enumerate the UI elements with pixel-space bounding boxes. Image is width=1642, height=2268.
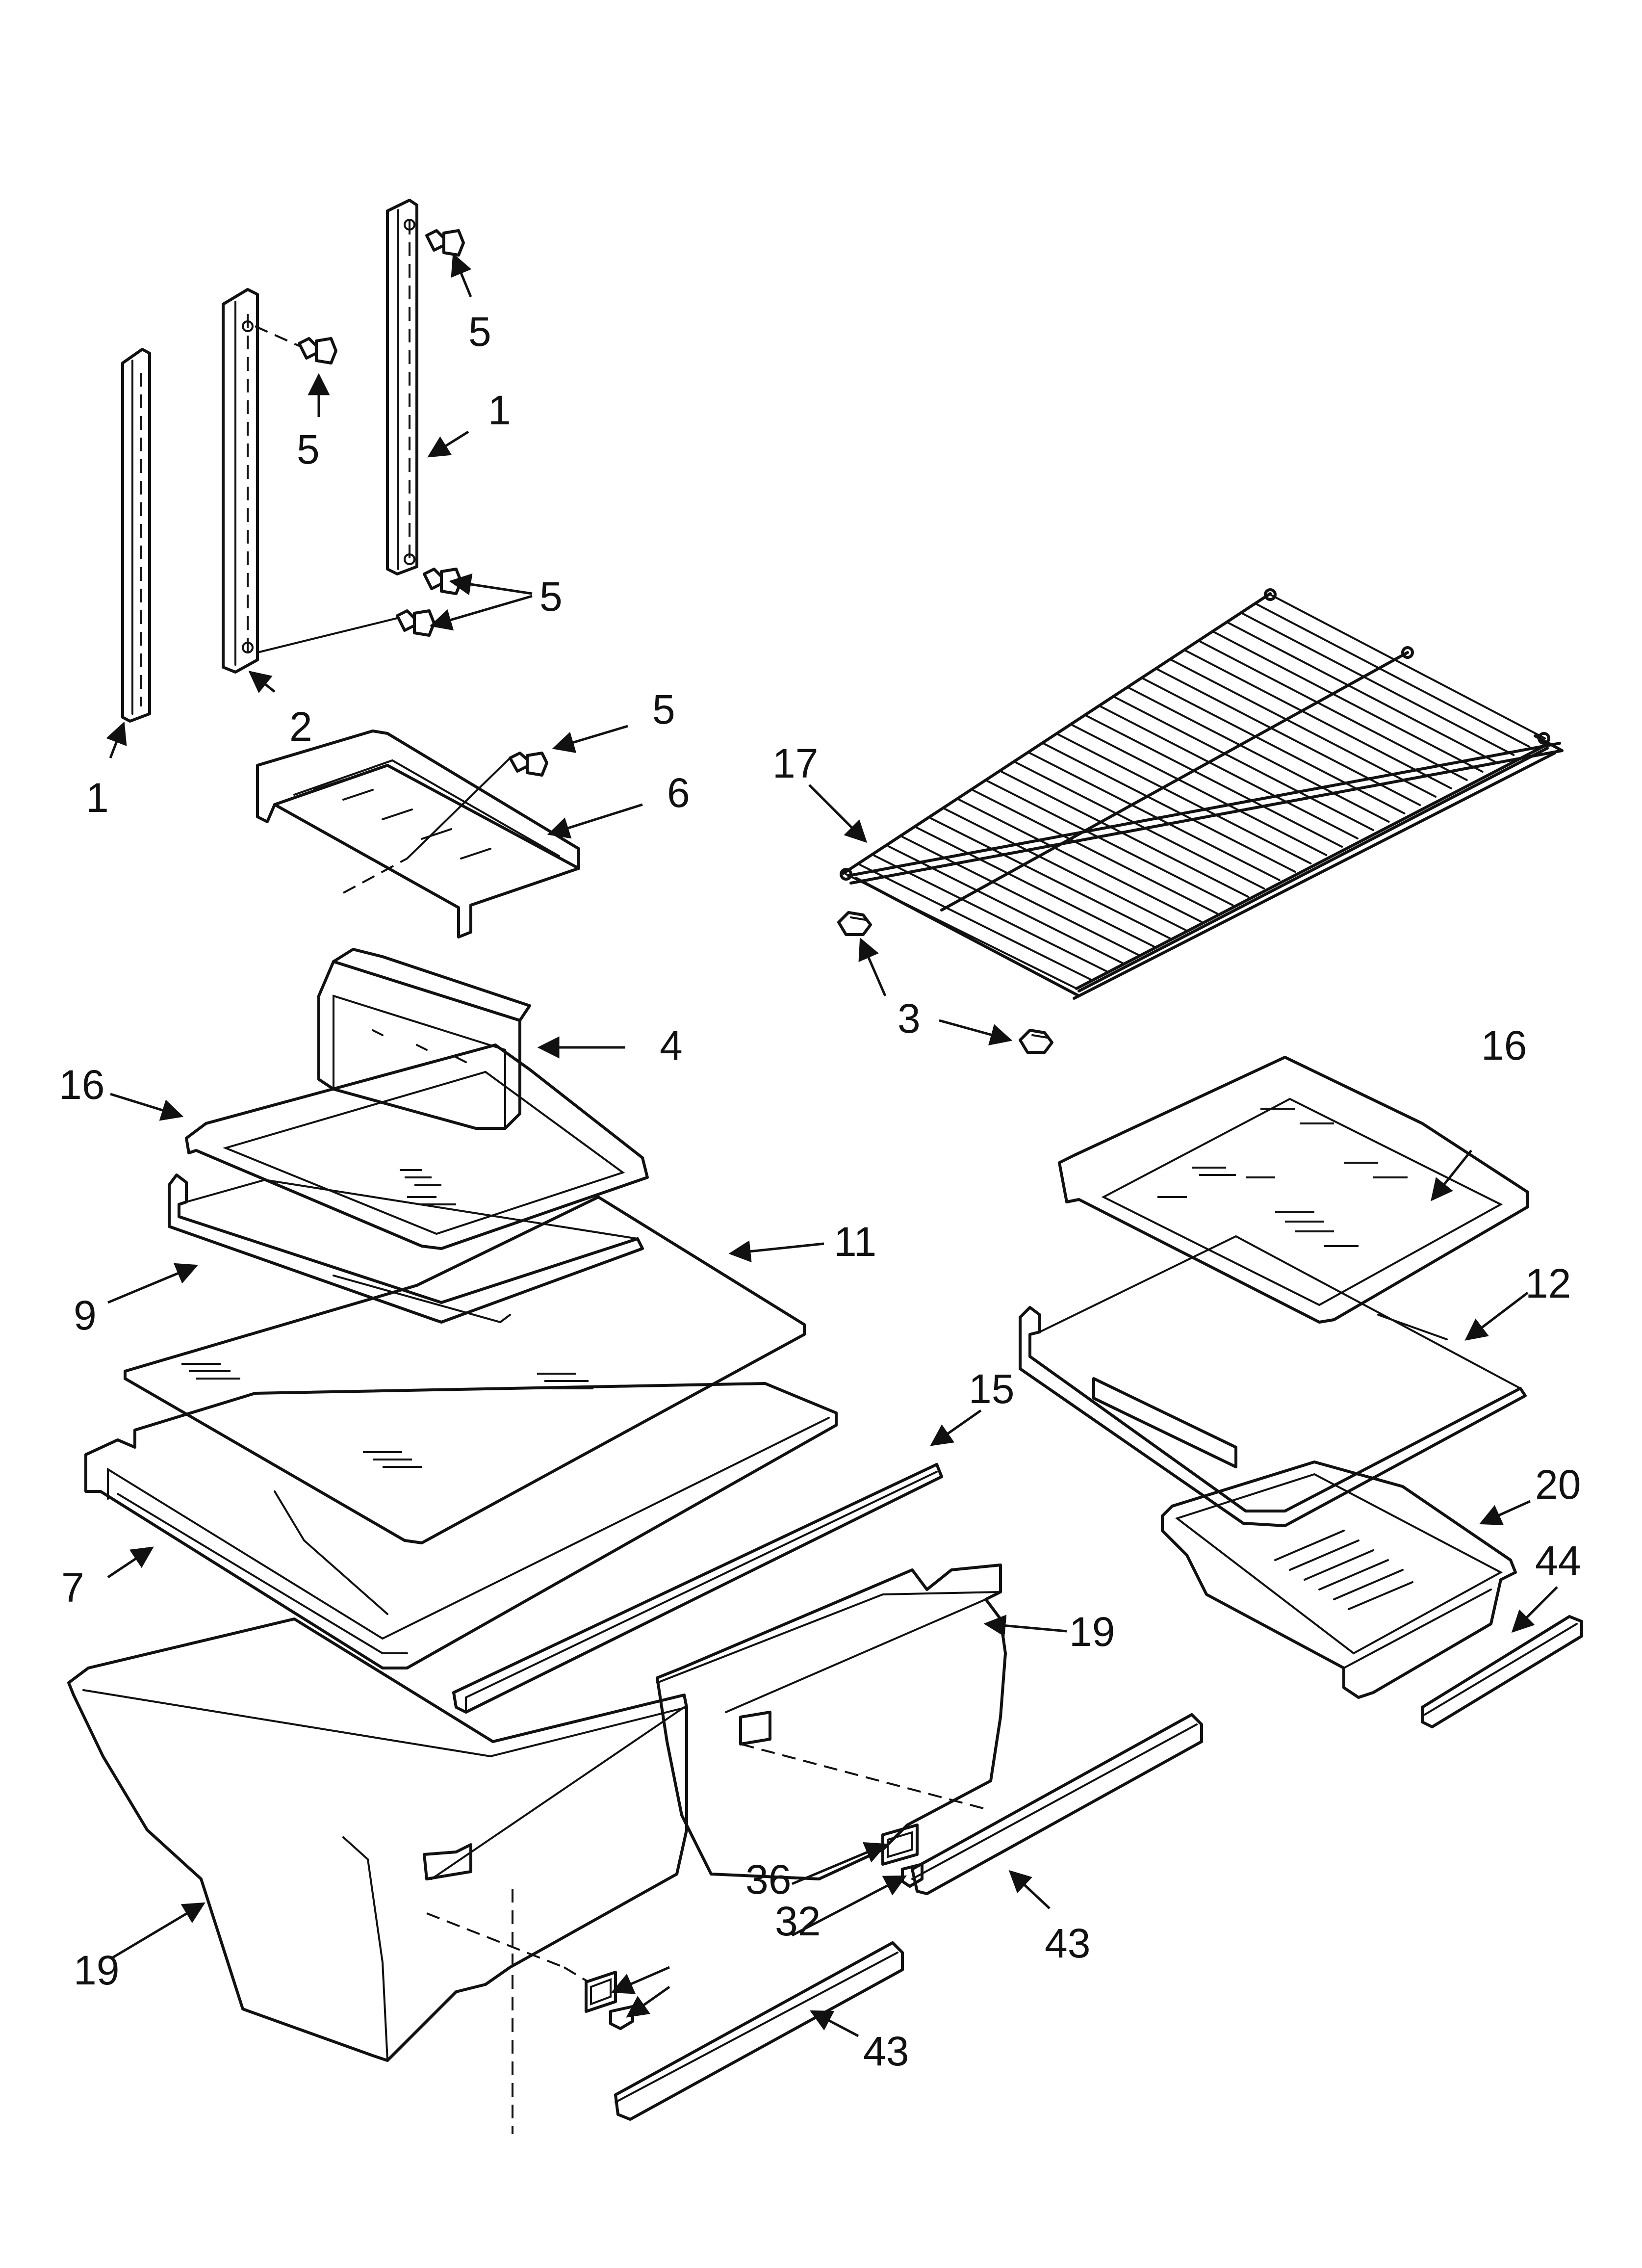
wire-rod xyxy=(916,827,1156,948)
wire-rod xyxy=(1015,761,1265,889)
callout-16-left: 16 xyxy=(59,1062,104,1108)
crisper-drawer-right xyxy=(656,1564,1007,1880)
wire-rod xyxy=(944,808,1187,931)
wire-rod xyxy=(887,845,1125,965)
callout-5-b: 5 xyxy=(297,426,320,472)
screw-center xyxy=(255,325,337,365)
wire-rod xyxy=(1001,771,1250,898)
glass-hatch xyxy=(181,1363,593,1468)
shelf-support-upper xyxy=(837,911,872,936)
wire-rod xyxy=(1113,696,1374,831)
callout-16-right: 16 xyxy=(1481,1022,1527,1069)
wire-rod xyxy=(1043,743,1296,873)
wire-rod xyxy=(1071,724,1328,856)
wire-rod xyxy=(1170,659,1437,798)
callout-44: 44 xyxy=(1535,1538,1581,1584)
callout-5-c: 5 xyxy=(539,574,563,620)
shelf-rail-right xyxy=(386,199,418,575)
callout-4: 4 xyxy=(660,1022,683,1069)
callout-2: 2 xyxy=(289,704,312,750)
callout-1-a: 1 xyxy=(488,387,511,433)
glass-hatch xyxy=(1157,1108,1408,1247)
callout-5-d: 5 xyxy=(652,686,675,732)
wire-rod xyxy=(901,836,1140,956)
wire-rod xyxy=(1085,715,1343,848)
shelf-frame-right xyxy=(1019,1235,1527,1527)
crisper-cover-frame xyxy=(84,1382,838,1669)
wire-rod xyxy=(972,789,1218,914)
meat-drawer-ribs xyxy=(1274,1530,1413,1610)
wire-rod xyxy=(1142,678,1406,814)
wire-rod xyxy=(1255,603,1531,748)
leaders xyxy=(106,253,1558,2037)
callout-9: 7 xyxy=(61,1564,84,1611)
callout-12: 12 xyxy=(1525,1260,1571,1306)
meat-drawer-trim xyxy=(1421,1615,1583,1728)
glass-hatch xyxy=(400,1169,456,1205)
wire-rod xyxy=(958,799,1203,923)
wire-rod xyxy=(1100,705,1359,839)
clip-36-lower xyxy=(585,1971,617,2013)
wire-rod xyxy=(845,873,1078,990)
wire-rod xyxy=(1028,752,1281,881)
glass-shelf-right xyxy=(1058,1056,1529,1324)
shelf-frame-left xyxy=(168,1173,644,1324)
callout-6: 6 xyxy=(667,770,690,816)
screw-lower-right-2 xyxy=(257,609,436,653)
callout-19-left: 19 xyxy=(74,1947,119,1993)
wire-rod xyxy=(1212,631,1484,773)
callout-11: 11 xyxy=(834,1219,876,1265)
trim-strip xyxy=(452,1463,943,1714)
wire-rod xyxy=(859,864,1093,981)
wire-rod xyxy=(1241,612,1515,756)
callout-20: 20 xyxy=(1535,1461,1581,1508)
drawer-trim-lower xyxy=(614,1941,904,2121)
glass-panel xyxy=(124,1196,806,1544)
clip-32-lower xyxy=(609,2005,634,2030)
wire-rod xyxy=(1156,668,1421,806)
wire-rod xyxy=(930,817,1171,939)
callout-19-right: 19 xyxy=(1069,1609,1115,1655)
screw-bracket xyxy=(509,752,548,777)
callout-15: 15 xyxy=(969,1366,1014,1412)
clip-36-upper xyxy=(881,1824,919,1866)
wire-rod xyxy=(1198,640,1468,781)
crisper-drawer-left xyxy=(67,1617,688,2134)
shelf-rail-center xyxy=(222,288,259,674)
wire-rod xyxy=(1184,650,1452,789)
wire-rod xyxy=(1227,622,1499,764)
shelf-support-lower xyxy=(1019,1029,1053,1054)
dairy-bin xyxy=(317,948,531,1130)
callout-7: 9 xyxy=(74,1292,97,1338)
wire-rod xyxy=(873,855,1109,973)
wire-shelf xyxy=(840,588,1564,1000)
wire-rod xyxy=(1057,733,1312,864)
callout-17: 17 xyxy=(772,740,818,786)
callouts: 5 5 1 5 2 1 5 6 17 3 4 16 16 11 9 12 15 … xyxy=(59,309,1581,2074)
wire-rod xyxy=(986,780,1234,906)
drawer-trim-upper xyxy=(911,1713,1203,1895)
wire-rod xyxy=(1269,594,1546,739)
callout-5-a: 5 xyxy=(468,309,491,355)
glass-shelf-left xyxy=(185,1043,649,1250)
shelf-rail-left xyxy=(121,348,151,723)
callout-32: 32 xyxy=(775,1898,821,1944)
screw-top-right xyxy=(425,229,465,257)
callout-36: 36 xyxy=(745,1856,791,1903)
callout-1-b: 1 xyxy=(86,775,109,821)
callout-43-left: 43 xyxy=(863,2028,909,2074)
wire-rod xyxy=(1128,687,1390,823)
meat-drawer xyxy=(1161,1460,1517,1699)
callout-3: 3 xyxy=(898,995,921,1042)
bracket-shelf xyxy=(256,730,580,938)
callout-43-right: 43 xyxy=(1045,1920,1090,1966)
